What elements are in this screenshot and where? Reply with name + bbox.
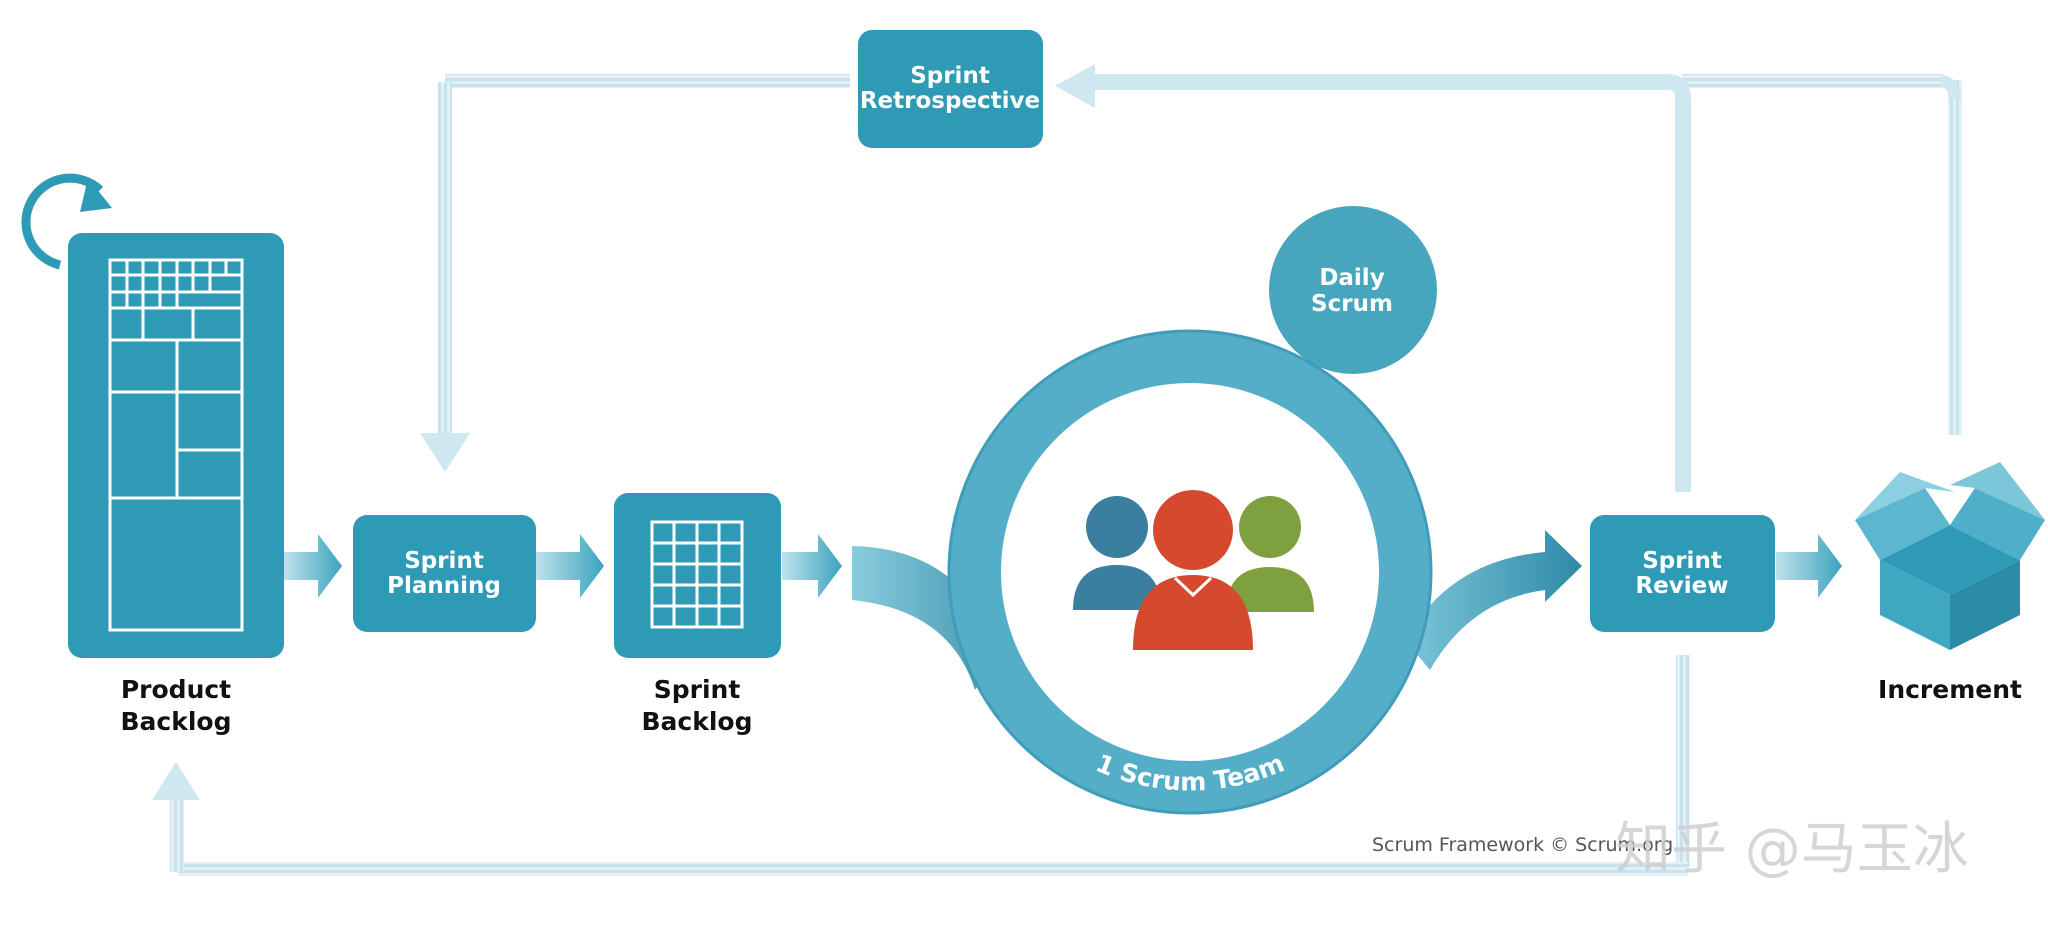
refine-cycle-icon xyxy=(21,173,104,270)
daily-scrum-circle: Daily Scrum xyxy=(1269,206,1437,374)
top-feedback-loop xyxy=(420,74,1962,472)
increment-box-icon: Increment xyxy=(1855,462,2045,704)
product-backlog-line1: Product xyxy=(121,675,231,704)
review-line2: Review xyxy=(1635,573,1728,599)
review-to-retrospective-line xyxy=(1055,64,1691,492)
product-backlog-line2: Backlog xyxy=(120,707,231,736)
daily-line1: Daily xyxy=(1319,265,1384,291)
review-line1: Sprint xyxy=(1642,548,1722,574)
arrow-review-to-increment xyxy=(1776,534,1842,598)
increment-label: Increment xyxy=(1878,675,2022,704)
retrospective-line2: Retrospective xyxy=(860,88,1040,114)
daily-line2: Scrum xyxy=(1311,291,1393,317)
sprint-review-box: Sprint Review xyxy=(1590,515,1775,632)
product-backlog: Product Backlog xyxy=(21,173,284,736)
watermark: 知乎 @马玉冰 xyxy=(1615,817,1969,882)
sprint-planning-box: Sprint Planning xyxy=(353,515,536,632)
sprint-backlog-line1: Sprint xyxy=(654,675,741,704)
planning-line2: Planning xyxy=(387,573,501,599)
arrow-planning-to-sprint-backlog xyxy=(536,534,604,598)
sprint-backlog: Sprint Backlog xyxy=(614,493,781,736)
arrow-backlog-to-planning xyxy=(284,534,342,598)
sprint-backlog-line2: Backlog xyxy=(641,707,752,736)
scrum-team-ring: 1 Scrum Team xyxy=(947,329,1433,815)
team-people-icon xyxy=(1073,490,1314,650)
planning-line1: Sprint xyxy=(404,548,484,574)
arrow-sprint-backlog-to-sprint xyxy=(782,534,842,598)
flow-arrows xyxy=(284,534,1842,598)
credit-text: Scrum Framework © Scrum.org xyxy=(1372,834,1673,856)
retrospective-line1: Sprint xyxy=(910,63,990,89)
sprint-retrospective-box: Sprint Retrospective xyxy=(858,30,1043,148)
bottom-feedback-loop xyxy=(152,655,1690,876)
